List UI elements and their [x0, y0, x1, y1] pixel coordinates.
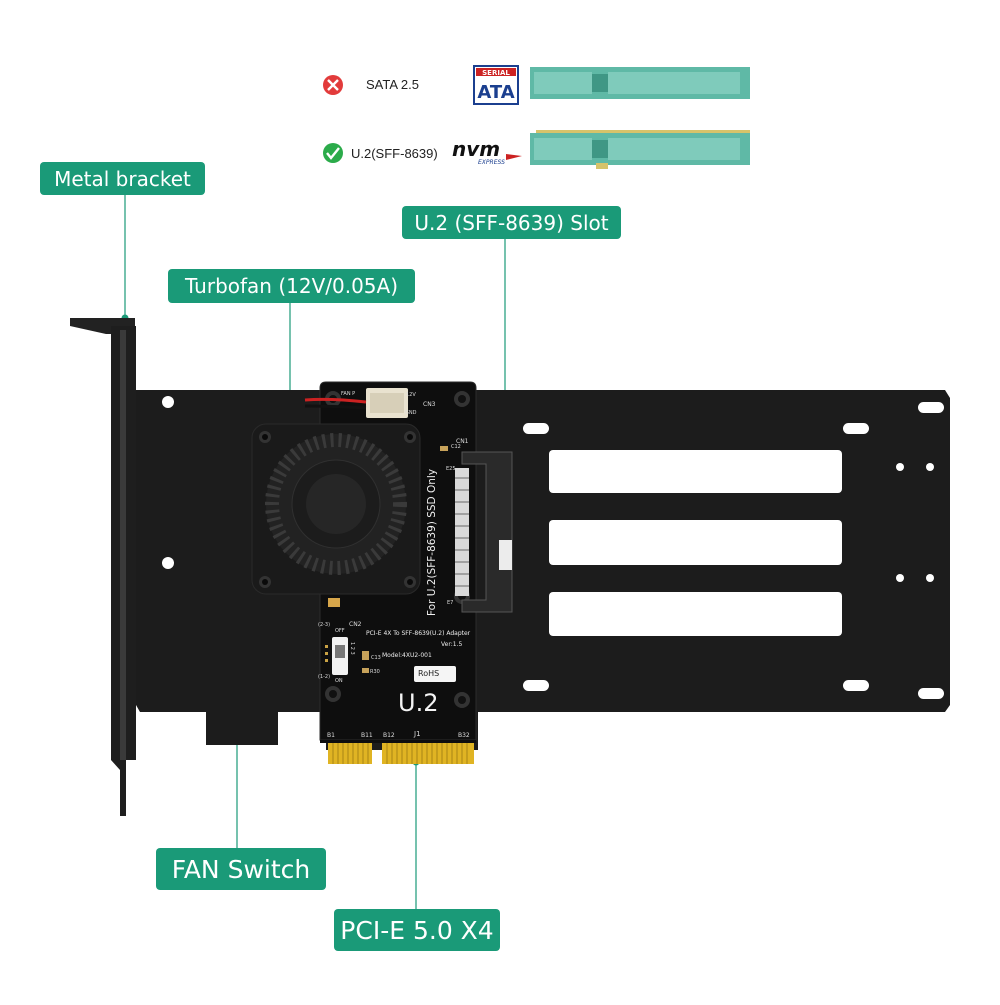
pcb-c13: C13 [371, 655, 381, 661]
pcb-b32: B32 [458, 732, 470, 739]
pcb-switch-12: (1-2) [318, 674, 331, 680]
u2-slot-connector [455, 451, 513, 613]
svg-text:EXPRESS: EXPRESS [478, 159, 505, 166]
pcb-cn3: CN3 [423, 401, 436, 408]
turbofan-callout: Turbofan (12V/0.05A) [168, 269, 415, 303]
u2-connector-image [530, 130, 750, 169]
pcb-rohs: RoHS [418, 669, 440, 678]
pcb-cn1: CN1 [456, 438, 469, 445]
fan-switch[interactable] [332, 637, 348, 675]
metal-bracket-callout: Metal bracket [40, 162, 205, 195]
nvm-express-logo: nvm EXPRESS [452, 137, 522, 166]
sata-label: SATA 2.5 [366, 77, 419, 92]
pcb-cn2: CN2 [349, 621, 362, 628]
vent-slot-3 [549, 592, 842, 636]
pcb-gnd: GND [405, 410, 417, 416]
pcb-b12: B12 [383, 732, 395, 739]
pcb-b1: B1 [327, 732, 335, 739]
pcb-adapter-name: PCI-E 4X To SFF-8639(U.2) Adapter [366, 630, 471, 637]
pcb-vertical-text: For U.2(SFF-8639) SSD Only [426, 468, 438, 616]
rohs-mark [414, 666, 456, 682]
smd-component [328, 598, 340, 607]
pcb-fan-p: FAN P [341, 391, 356, 397]
smd-component [362, 651, 369, 660]
compatibility-art: SERIAL ATA nvm EXPRESS [323, 65, 750, 169]
vent-slot-2 [549, 520, 842, 565]
fan-wire-red [304, 397, 367, 404]
pcb-version: Ver:1.5 [441, 641, 463, 648]
fan-switch-callout: FAN Switch [156, 848, 326, 890]
pcb-b11: B11 [361, 732, 373, 739]
turbofan [251, 423, 421, 595]
pcb-e25: E25 [446, 466, 456, 472]
metal-bracket [70, 318, 136, 816]
gold-fingers [328, 742, 474, 764]
pcb-e7: E7 [447, 600, 454, 606]
svg-text:SERIAL: SERIAL [482, 69, 510, 77]
serial-ata-logo: SERIAL ATA [473, 65, 519, 105]
pcb-switch-off: OFF [335, 628, 345, 634]
pcb-c12: C12 [451, 444, 461, 450]
svg-text:ATA: ATA [477, 82, 514, 103]
pcb-12v: 12V [406, 392, 416, 398]
pcb-model: Model:4XU2-001 [382, 652, 432, 659]
sata-connector-image [530, 67, 750, 99]
pcie-callout: PCI-E 5.0 X4 [334, 909, 500, 951]
pcb-u2-label: U.2 [398, 689, 439, 717]
vent-slot-1 [549, 450, 842, 493]
pcb-switch-on: ON [335, 678, 343, 684]
pcb-r30: R30 [370, 669, 380, 675]
red-x-icon [323, 75, 343, 95]
pcb-j1: J1 [414, 730, 421, 738]
pcb-switch-23: (2-3) [318, 622, 331, 628]
smd-component [440, 446, 448, 451]
green-check-icon [323, 143, 343, 163]
u2-label: U.2(SFF-8639) [351, 146, 438, 161]
fan-wire-black [304, 404, 367, 410]
pcb-switch-pins: 1 2 3 [349, 642, 355, 655]
u2-slot-callout: U.2 (SFF-8639) Slot [402, 206, 621, 239]
svg-text:nvm: nvm [452, 137, 500, 161]
mounting-holes [162, 396, 944, 733]
smd-component [362, 668, 369, 673]
